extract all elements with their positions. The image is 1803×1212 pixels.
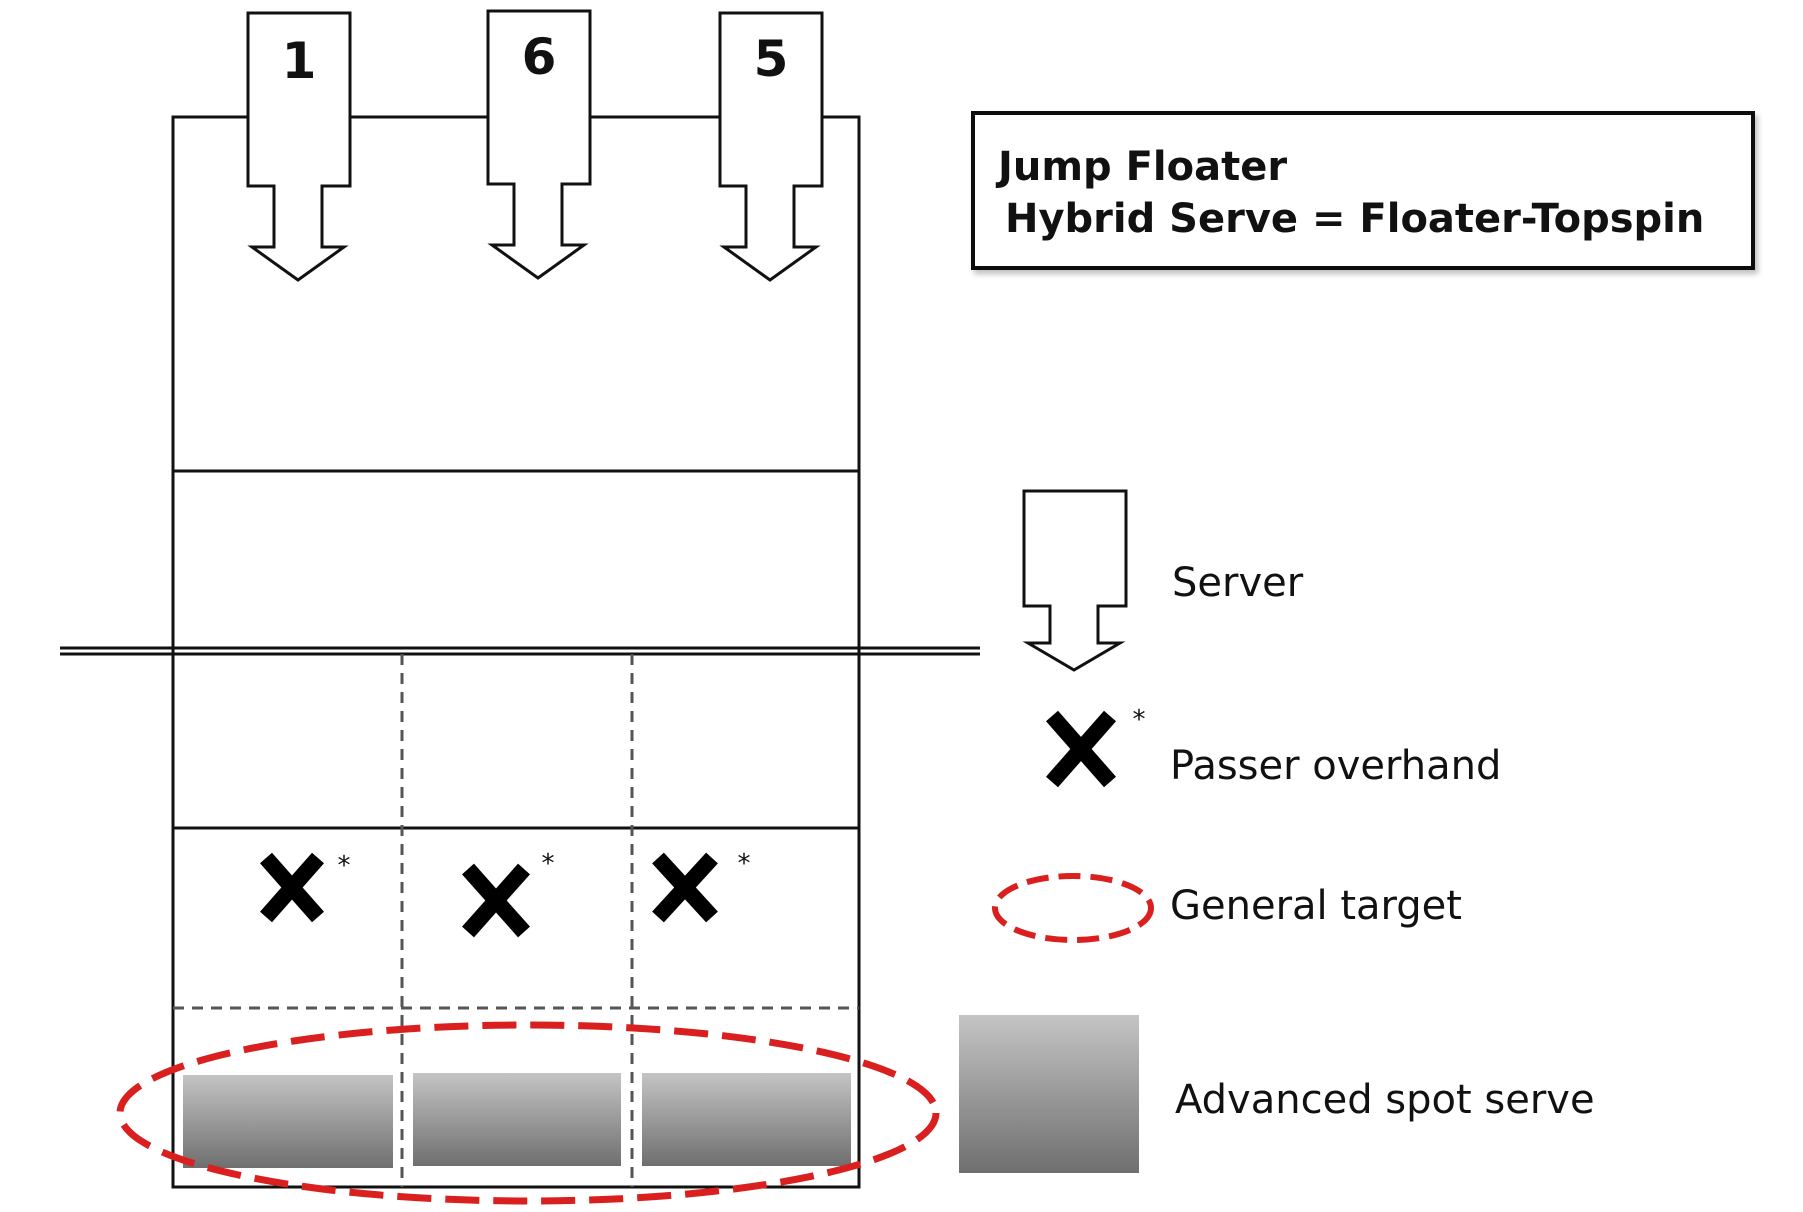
server-5: 5: [718, 11, 824, 282]
server-label: 5: [754, 30, 789, 88]
server-1: 1: [246, 11, 352, 282]
legend-label-passer: Passer overhand: [1170, 743, 1501, 789]
volleyball-court: [60, 115, 980, 1189]
dashed-ellipse-icon: [992, 873, 1154, 943]
legend-item-server: Server: [1022, 489, 1304, 672]
legend: Server * Passer overhand General target …: [959, 489, 1595, 1173]
x-mark-icon: [462, 863, 530, 938]
title-box-frame: [971, 111, 1755, 270]
legend-label-general-target: General target: [1170, 883, 1462, 929]
advanced-spot-zones: [183, 1073, 851, 1168]
server-6: 6: [486, 9, 592, 280]
server-label: 1: [282, 32, 317, 90]
title-line-1: Jump Floater: [995, 144, 1287, 190]
title-line-2: Hybrid Serve = Floater-Topspin: [1005, 196, 1704, 242]
legend-passer-asterisk: *: [1133, 705, 1146, 735]
passer-asterisk: *: [542, 849, 555, 879]
passer-6: *: [462, 849, 555, 938]
spot-zone-5: [642, 1073, 851, 1166]
legend-item-advanced-spot: Advanced spot serve: [959, 1015, 1595, 1173]
server-arrow-icon: [718, 11, 824, 282]
passer-asterisk: *: [338, 851, 351, 881]
legend-label-advanced-spot: Advanced spot serve: [1175, 1077, 1595, 1123]
passer-1: *: [259, 851, 351, 923]
passer-asterisk: *: [738, 849, 751, 879]
x-mark-icon: [652, 852, 718, 923]
legend-item-general-target: General target: [992, 873, 1462, 943]
title-box: Jump Floater Hybrid Serve = Floater-Tops…: [971, 111, 1755, 270]
spot-zone-1: [183, 1075, 393, 1168]
server-arrow-icon: [246, 11, 352, 282]
server-label: 6: [522, 28, 557, 86]
legend-label-server: Server: [1172, 560, 1304, 606]
server-arrow-icon: [1022, 489, 1128, 672]
passer-5: *: [652, 849, 751, 923]
server-arrow-icon: [486, 9, 592, 280]
gray-block-icon: [959, 1015, 1139, 1173]
spot-zone-6: [413, 1073, 621, 1166]
x-mark-icon: [259, 852, 325, 923]
legend-item-passer: * Passer overhand: [1045, 705, 1501, 789]
general-target-ellipse: [116, 1021, 940, 1205]
x-mark-icon: [1045, 710, 1117, 788]
